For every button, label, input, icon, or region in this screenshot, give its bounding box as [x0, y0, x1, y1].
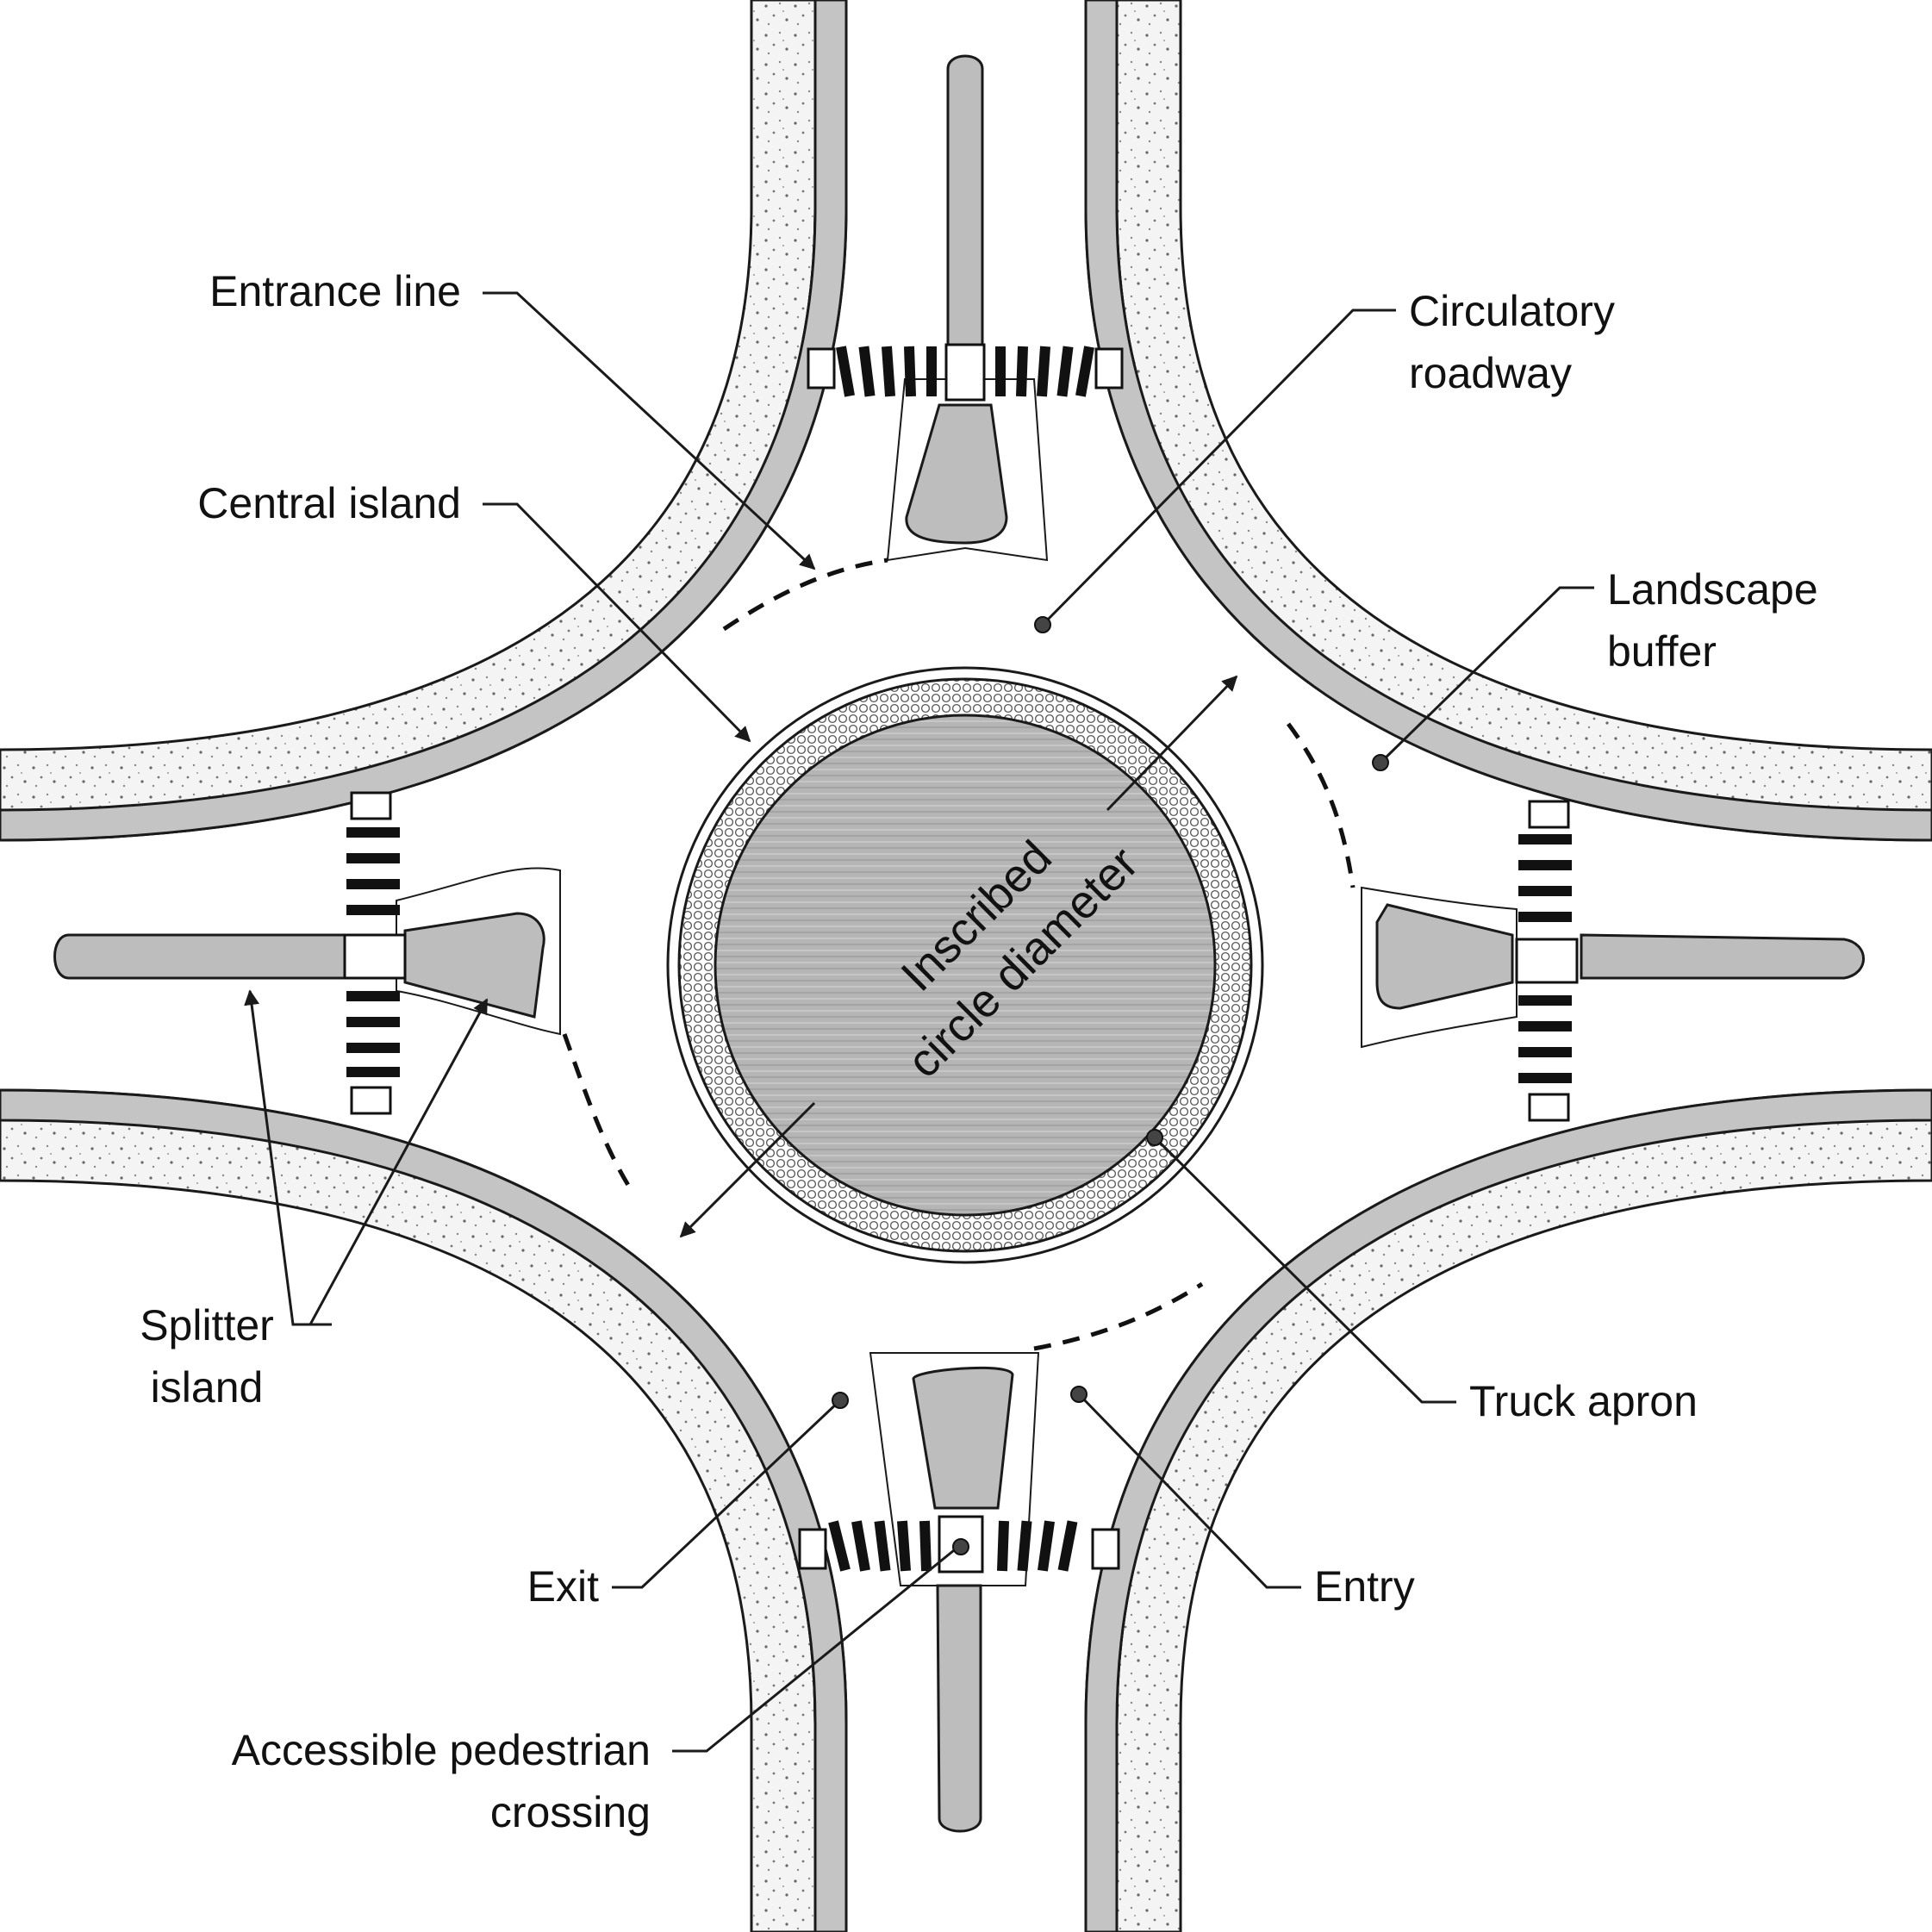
- leader-entrance-line: [483, 291, 816, 570]
- leader-landscape-buffer: [1379, 586, 1594, 764]
- leader-truck-apron: [1153, 1136, 1456, 1404]
- splitter-east-tip: [1580, 933, 1865, 980]
- leader-lines: [244, 291, 1594, 1753]
- splitter-east-body: [1375, 903, 1514, 1010]
- splitter-island-east: [1361, 886, 1865, 1049]
- label-landscape-buffer-line2: buffer: [1607, 627, 1717, 676]
- label-exit: Exit: [527, 1562, 599, 1611]
- diameter-arrows: [679, 675, 1238, 1238]
- label-circulatory-roadway: Circulatory roadway: [1409, 280, 1615, 404]
- splitter-west-body: [403, 912, 545, 1019]
- splitter-island-south: [869, 1352, 1040, 1833]
- leader-central-island: [483, 502, 751, 743]
- splitter-island-north: [886, 54, 1049, 562]
- quadrant-nw: [0, 0, 848, 842]
- label-circulatory-roadway-line1: Circulatory: [1409, 287, 1615, 335]
- splitter-south-tip: [936, 1584, 982, 1833]
- quadrant-se: [1084, 1088, 1932, 1932]
- label-pedestrian-line2: crossing: [489, 1788, 651, 1836]
- diameter-arrow-sw: [679, 1101, 816, 1238]
- leader-pedestrian-crossing: [672, 1545, 959, 1753]
- leader-dots: [832, 616, 1389, 1555]
- splitter-north-tip: [946, 54, 984, 346]
- label-splitter-island-line2: island: [150, 1363, 264, 1412]
- central-island-core: [714, 714, 1217, 1217]
- label-splitter-island-line1: Splitter: [140, 1301, 274, 1349]
- central-island: [666, 666, 1264, 1264]
- splitter-north-body: [905, 403, 1008, 545]
- crosswalk-west: [343, 791, 407, 1115]
- label-splitter-island: Splitter island: [90, 1294, 323, 1418]
- sidewalk-nw-outer: [0, 0, 817, 820]
- leader-splitter-island-b: [308, 998, 489, 1326]
- diameter-arrow-ne: [1106, 675, 1238, 812]
- sidewalk-se: [1115, 1110, 1932, 1932]
- label-circulatory-roadway-line2: roadway: [1409, 349, 1572, 397]
- crosswalk-north: [807, 343, 1124, 402]
- entrance-lines: [562, 558, 1356, 1351]
- splitter-island-west: [53, 867, 561, 1036]
- label-central-island: Central island: [197, 479, 461, 527]
- sidewalk-ne: [1115, 0, 1932, 820]
- leader-entry: [1077, 1393, 1301, 1589]
- splitter-south-body: [912, 1366, 1014, 1510]
- quadrant-ne: [1084, 0, 1932, 842]
- label-pedestrian-line1: Accessible pedestrian: [231, 1726, 651, 1774]
- label-accessible-pedestrian-crossing: Accessible pedestrian crossing: [86, 1719, 651, 1843]
- label-entry: Entry: [1314, 1562, 1415, 1611]
- label-entrance-line: Entrance line: [209, 267, 461, 315]
- crosswalk-east: [1515, 800, 1579, 1122]
- splitter-west-tip: [53, 933, 346, 980]
- leader-circulatory-roadway: [1041, 308, 1396, 626]
- label-truck-apron: Truck apron: [1469, 1377, 1698, 1425]
- label-landscape-buffer-line1: Landscape: [1607, 565, 1818, 614]
- label-landscape-buffer: Landscape buffer: [1607, 558, 1818, 682]
- leader-exit: [612, 1399, 842, 1589]
